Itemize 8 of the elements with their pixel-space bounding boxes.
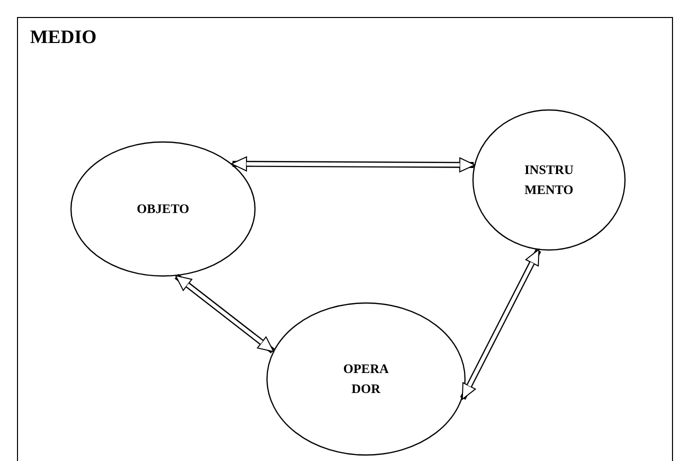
double-arrow bbox=[231, 156, 476, 172]
frame-title: MEDIO bbox=[30, 26, 96, 50]
node-label: OBJETO bbox=[136, 200, 190, 218]
node-label: OPERA DOR bbox=[342, 360, 390, 398]
frame-box bbox=[17, 17, 673, 461]
node-label: INSTRU MENTO bbox=[523, 161, 575, 199]
double-arrow bbox=[174, 274, 275, 354]
double-arrow bbox=[460, 248, 542, 400]
